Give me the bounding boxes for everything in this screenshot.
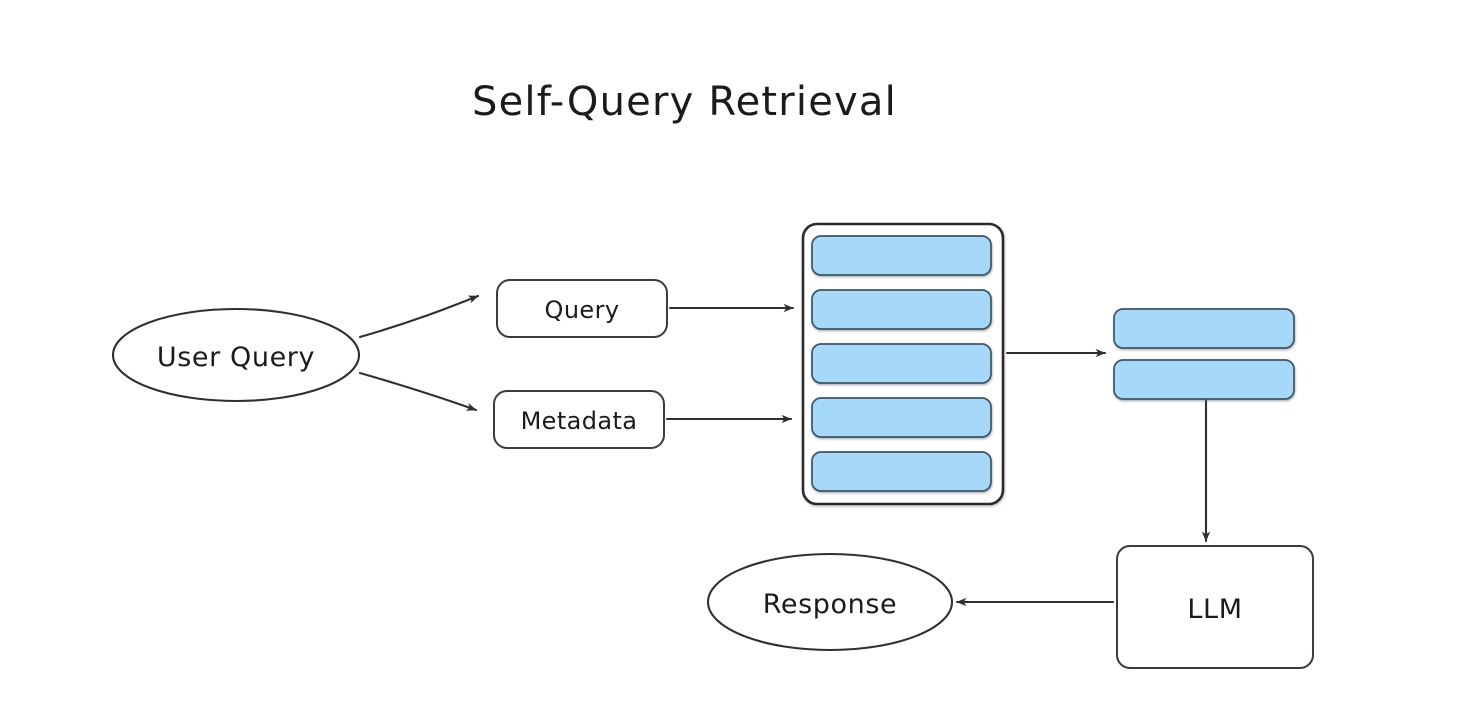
retrieved-docs-bar-2[interactable]	[1113, 359, 1295, 400]
node-llm[interactable]: LLM	[1116, 545, 1314, 669]
node-query[interactable]: Query	[496, 279, 668, 338]
response-ellipse	[706, 552, 954, 652]
vector-store-bar-1[interactable]	[811, 235, 992, 276]
user-query-label: User Query	[157, 342, 315, 373]
page-title: Self-Query Retrieval	[472, 79, 897, 125]
metadata-label: Metadata	[521, 407, 638, 435]
vector-store-bar-2[interactable]	[811, 289, 992, 330]
metadata-box	[493, 390, 665, 449]
llm-box	[1116, 545, 1314, 669]
response-label: Response	[763, 589, 897, 620]
query-box	[496, 279, 668, 338]
vector-store-bar-5[interactable]	[811, 451, 992, 492]
user-query-ellipse	[111, 307, 361, 403]
query-label: Query	[545, 296, 620, 324]
edge-user-query-to-query	[358, 294, 480, 339]
node-retrieved-docs[interactable]	[1113, 308, 1295, 400]
edge-user-query-to-metadata	[358, 371, 478, 412]
retrieved-docs-bar-1[interactable]	[1113, 308, 1295, 349]
llm-label: LLM	[1187, 594, 1242, 625]
node-user-query[interactable]: User Query	[111, 307, 361, 403]
node-metadata[interactable]: Metadata	[493, 390, 665, 449]
vector-store-bar-3[interactable]	[811, 343, 992, 384]
edge-layer	[358, 294, 1211, 607]
node-vector-store[interactable]	[801, 222, 1005, 506]
node-response[interactable]: Response	[706, 552, 954, 652]
vector-store-bar-4[interactable]	[811, 397, 992, 438]
